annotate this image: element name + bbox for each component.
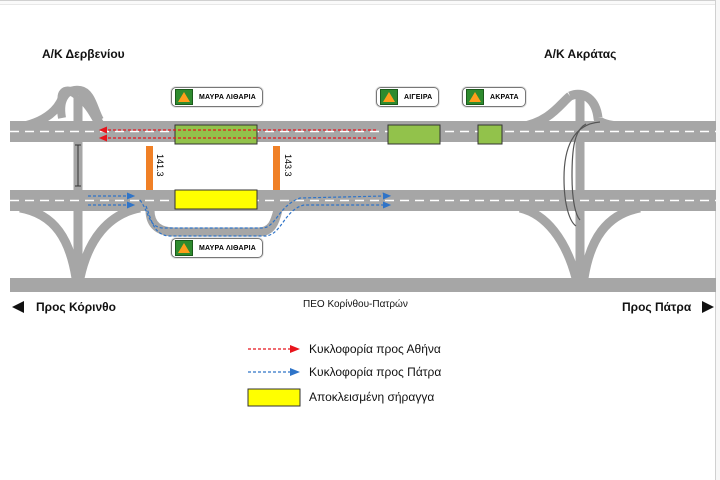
left-loop-ramp	[57, 85, 104, 123]
legend-athens-label: Κυκλοφορία προς Αθήνα	[309, 342, 441, 356]
tunnel-sign-label: ΜΑΥΡΑ ΛΙΘΑΡΙΑ	[199, 244, 257, 252]
window-top-border	[0, 0, 720, 5]
crossover-right-km: 143.3	[283, 154, 293, 177]
tunnel-sign-label: ΜΑΥΡΑ ΛΙΘΑΡΙΑ	[199, 93, 257, 101]
old-national-road	[10, 278, 716, 292]
tunnel-sign-aigeira: ΑΙΓΕΙΡΑ	[376, 87, 440, 107]
tunnel-sign-mavra-litharia-lower: ΜΑΥΡΑ ΛΙΘΑΡΙΑ	[171, 238, 264, 258]
arrow-left-icon	[12, 301, 24, 313]
tunnel-sign-mavra-litharia-upper: ΜΑΥΡΑ ΛΙΘΑΡΙΑ	[171, 87, 264, 107]
direction-left-label: Προς Κόρινθο	[36, 300, 116, 314]
patra-traffic-detour-2	[145, 201, 392, 237]
tunnel-sign-label: ΑΚΡΑΤΑ	[490, 93, 519, 101]
crossover-left-km: 141.3	[155, 154, 165, 177]
legend-closed-label: Αποκλεισμένη σήραγγα	[309, 390, 435, 404]
tunnel-icon	[380, 89, 398, 105]
right-connector-edge	[563, 121, 601, 227]
interchange-left-label: Α/Κ Δερβενίου	[42, 47, 125, 61]
tunnel-akrata	[477, 124, 503, 145]
legend-patra-label: Κυκλοφορία προς Πάτρα	[309, 365, 442, 379]
right-connector-inner-edge	[571, 123, 587, 221]
window-right-border	[715, 0, 720, 480]
tunnel-sign-akrata: ΑΚΡΑΤΑ	[462, 87, 526, 107]
lower-detour-road	[145, 208, 283, 237]
legend-patra-arrow-icon	[290, 368, 300, 376]
patra-traffic-detour-1	[139, 192, 392, 229]
tunnel-icon	[175, 240, 193, 256]
tunnel-aigeira	[387, 124, 441, 145]
crossover-left	[146, 146, 153, 190]
crossover-right	[273, 146, 280, 190]
legend-athens-arrow-icon	[290, 345, 300, 353]
tunnel-mavra-litharia-upper	[174, 124, 258, 145]
road-name-label: ΠΕΟ Κορίνθου-Πατρών	[303, 299, 408, 310]
tunnel-icon	[175, 89, 193, 105]
direction-right-label: Προς Πάτρα	[622, 300, 692, 314]
tunnel-sign-label: ΑΙΓΕΙΡΑ	[404, 93, 433, 101]
tunnel-mavra-litharia-lower-closed	[174, 189, 258, 210]
interchange-right-label: Α/Κ Ακράτας	[544, 47, 617, 61]
legend-closed-swatch	[247, 388, 301, 407]
tunnel-icon	[466, 89, 484, 105]
arrow-right-icon	[702, 301, 714, 313]
